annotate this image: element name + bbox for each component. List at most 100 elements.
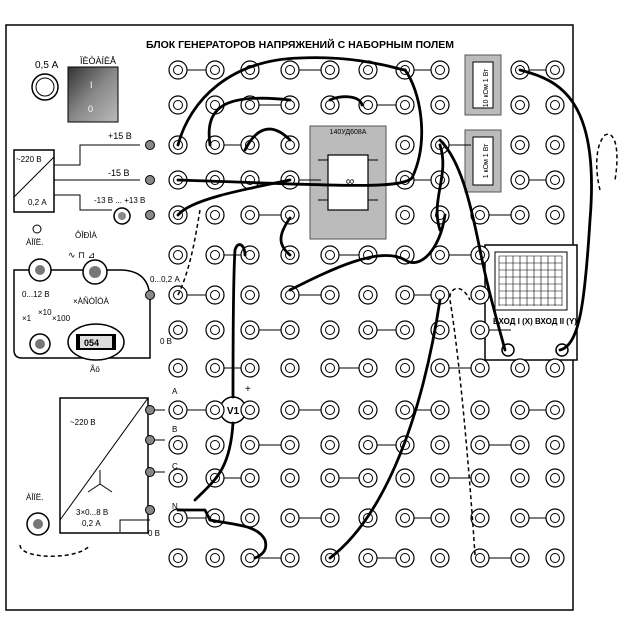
socket[interactable] [280,508,300,528]
socket[interactable] [320,400,340,420]
socket[interactable] [395,245,415,265]
socket[interactable] [430,60,450,80]
socket[interactable] [280,358,300,378]
amplitude-knob[interactable] [28,258,52,282]
socket[interactable] [395,95,415,115]
socket[interactable] [430,548,450,568]
socket[interactable] [430,400,450,420]
socket[interactable] [430,435,450,455]
fuse-holder[interactable] [31,73,59,101]
socket[interactable] [168,435,188,455]
socket[interactable] [280,435,300,455]
socket[interactable] [430,95,450,115]
socket[interactable] [240,508,260,528]
ground-socket-small[interactable] [32,224,42,234]
socket[interactable] [168,358,188,378]
socket[interactable] [358,468,378,488]
dc-adjust-knob[interactable] [113,207,131,225]
socket[interactable] [395,358,415,378]
output-terminal[interactable] [145,210,155,220]
socket[interactable] [395,135,415,155]
socket[interactable] [320,320,340,340]
range-selector-knob[interactable] [29,333,51,355]
socket[interactable] [320,508,340,528]
socket[interactable] [240,285,260,305]
socket[interactable] [358,285,378,305]
socket[interactable] [240,400,260,420]
socket[interactable] [320,468,340,488]
socket[interactable] [470,358,490,378]
output-terminal[interactable] [145,405,155,415]
socket[interactable] [470,400,490,420]
socket[interactable] [545,358,565,378]
socket[interactable] [320,60,340,80]
output-terminal[interactable] [145,467,155,477]
socket[interactable] [510,508,530,528]
socket[interactable] [470,468,490,488]
socket[interactable] [320,358,340,378]
socket[interactable] [205,245,225,265]
resistor-10k[interactable] [464,54,502,116]
socket[interactable] [545,170,565,190]
socket[interactable] [510,170,530,190]
socket[interactable] [240,435,260,455]
output-terminal[interactable] [145,435,155,445]
socket[interactable] [320,285,340,305]
socket[interactable] [510,135,530,155]
socket[interactable] [205,358,225,378]
output-terminal[interactable] [145,175,155,185]
socket[interactable] [205,435,225,455]
socket[interactable] [280,135,300,155]
socket[interactable] [240,320,260,340]
socket[interactable] [510,435,530,455]
socket[interactable] [358,400,378,420]
output-terminal[interactable] [145,140,155,150]
socket[interactable] [545,205,565,225]
socket[interactable] [358,358,378,378]
socket[interactable] [395,205,415,225]
socket[interactable] [240,205,260,225]
socket[interactable] [320,435,340,455]
socket[interactable] [395,548,415,568]
socket[interactable] [205,60,225,80]
socket[interactable] [358,548,378,568]
socket[interactable] [470,285,490,305]
resistor-1k[interactable] [464,129,502,193]
socket[interactable] [168,320,188,340]
output-terminal[interactable] [145,505,155,515]
socket[interactable] [240,135,260,155]
socket[interactable] [205,548,225,568]
socket[interactable] [545,548,565,568]
socket[interactable] [280,548,300,568]
frequency-counter[interactable] [67,323,125,361]
socket[interactable] [510,548,530,568]
socket[interactable] [545,135,565,155]
socket[interactable] [320,245,340,265]
socket[interactable] [320,95,340,115]
output-terminal[interactable] [145,290,155,300]
socket[interactable] [545,468,565,488]
socket[interactable] [280,205,300,225]
socket[interactable] [168,548,188,568]
power-switch[interactable]: I 0 [67,66,119,123]
socket[interactable] [205,205,225,225]
socket[interactable] [280,60,300,80]
socket[interactable] [430,508,450,528]
socket[interactable] [205,320,225,340]
socket[interactable] [430,468,450,488]
socket[interactable] [358,245,378,265]
socket[interactable] [240,468,260,488]
socket[interactable] [510,358,530,378]
socket[interactable] [205,400,225,420]
socket[interactable] [358,435,378,455]
socket[interactable] [470,508,490,528]
socket[interactable] [205,285,225,305]
socket[interactable] [358,320,378,340]
socket[interactable] [168,60,188,80]
socket[interactable] [470,320,490,340]
opamp-module[interactable] [309,125,387,240]
socket[interactable] [168,245,188,265]
oscilloscope[interactable] [484,244,578,361]
socket[interactable] [395,285,415,305]
socket[interactable] [168,400,188,420]
